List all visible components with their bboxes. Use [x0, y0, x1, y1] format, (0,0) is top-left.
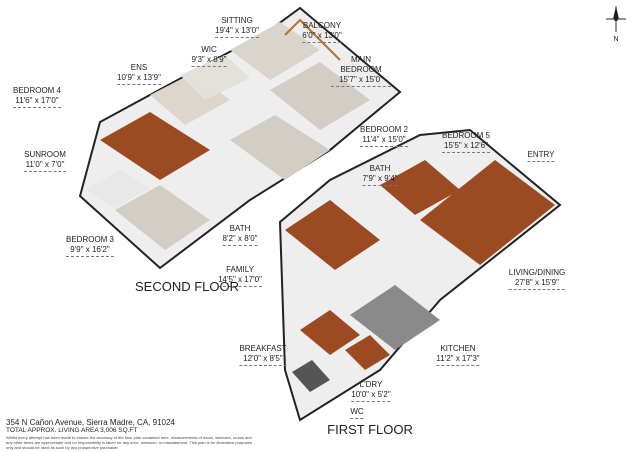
address: 354 N Cañon Avenue, Sierra Madre, CA, 91…: [6, 418, 175, 427]
room-name: BREAKFAST: [239, 344, 287, 353]
room-name: SITTING: [221, 16, 253, 25]
sitting-floor: [230, 22, 320, 80]
bedroom5-floor: [380, 160, 460, 215]
breakfast-floor: [300, 310, 360, 355]
room-label-entry: ENTRY: [527, 150, 555, 162]
room-dimensions: 15'7" x 15'0": [331, 75, 391, 87]
room-dimensions: 19'4" x 13'0": [215, 26, 259, 38]
room-name: BALCONY: [302, 21, 342, 30]
room-dimensions: 12'0" x 8'5": [239, 354, 287, 366]
wic-floor: [180, 55, 250, 100]
room-name: LIVING/DINING: [508, 268, 566, 277]
family-floor: [285, 200, 380, 270]
room-dimensions: 11'0" x 7'0": [24, 160, 66, 172]
bedroom4-floor: [100, 112, 210, 180]
room-name: BEDROOM 3: [65, 235, 115, 244]
room-dimensions: 10'9" x 13'9": [117, 73, 161, 85]
room-dimensions: 11'6" x 17'0": [12, 96, 62, 108]
main-bedroom-floor: [270, 62, 370, 130]
room-dimensions: 14'5" x 17'0": [218, 275, 262, 287]
room-name: ENS: [130, 63, 148, 72]
compass-north-label: N: [613, 36, 619, 43]
room-name: WIC: [201, 45, 217, 54]
room-dimensions: 10'0" x 5'2": [351, 390, 391, 402]
room-name: BEDROOM 2: [359, 125, 409, 134]
room-name: BATH: [369, 164, 391, 173]
second-floor-title: SECOND FLOOR: [134, 279, 240, 294]
living-area: TOTAL APPROX. LIVING AREA 3,006 SQ.FT: [6, 427, 138, 434]
sunroom-floor: [85, 170, 150, 208]
living-dining-floor: [420, 160, 555, 265]
room-name: MAIN BEDROOM: [340, 55, 382, 74]
disclaimer: Whilst every attempt has been made to en…: [6, 435, 252, 450]
room-name: BEDROOM 4: [12, 86, 62, 95]
room-dimensions: 11'2" x 17'3": [436, 354, 480, 366]
first-floor-title: FIRST FLOOR: [327, 422, 413, 437]
room-name: FAMILY: [226, 265, 254, 274]
second-floor-plan: [78, 6, 402, 270]
room-dimensions: 9'9" x 16'2": [65, 245, 115, 257]
first-floor-plan: [278, 128, 562, 422]
laundry-floor: [345, 335, 390, 370]
balcony-railing: [284, 18, 341, 61]
room-dimensions: 15'5" x 12'6": [441, 141, 491, 153]
room-name: WC: [350, 407, 364, 419]
north-arrow-icon: [606, 6, 626, 32]
compass: N: [604, 4, 628, 44]
room-dimensions: 27'8" x 15'9": [508, 278, 566, 290]
bedroom2-floor: [230, 115, 330, 180]
room-dimensions: 7'9" x 9'4": [362, 174, 398, 186]
room-name: KITCHEN: [440, 344, 476, 353]
footer: 354 N Cañon Avenue, Sierra Madre, CA, 91…: [6, 418, 256, 450]
room-name: SUNROOM: [24, 150, 66, 159]
room-name: ENTRY: [527, 150, 555, 162]
room-name: L'DRY: [359, 380, 383, 389]
room-dimensions: 6'0" x 13'0": [302, 31, 342, 43]
room-label-wc: WC: [350, 407, 364, 419]
wc-floor: [292, 360, 330, 392]
bedroom3-floor: [115, 185, 210, 250]
room-dimensions: 8'2" x 8'0": [222, 234, 258, 246]
room-name: BEDROOM 5: [441, 131, 491, 140]
kitchen-floor: [350, 285, 440, 350]
room-name: BATH: [229, 224, 251, 233]
room-dimensions: 11'4" x 15'0": [359, 135, 409, 147]
room-dimensions: 9'3" x 8'9": [191, 55, 227, 67]
